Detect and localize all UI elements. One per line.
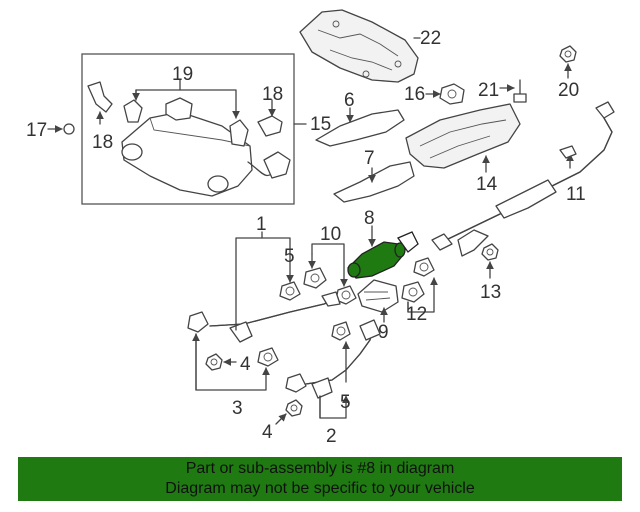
callout-4-lower: 4 xyxy=(262,422,273,443)
muffler-subassembly-box xyxy=(81,53,295,205)
part-9-catalytic-converter[interactable] xyxy=(357,279,399,313)
callout-16: 16 xyxy=(404,84,425,105)
part-16-gasket[interactable] xyxy=(439,83,465,105)
callout-22: 22 xyxy=(420,28,441,49)
callout-18-left: 18 xyxy=(92,132,113,153)
callout-11: 11 xyxy=(566,184,586,205)
callout-20: 20 xyxy=(558,80,579,101)
callout-14: 14 xyxy=(476,174,498,195)
part-15-muffler[interactable] xyxy=(121,111,291,197)
part-11-center-pipe[interactable] xyxy=(431,101,615,257)
part-8-catalytic-converter[interactable] xyxy=(347,231,419,279)
part-1-front-pipe[interactable] xyxy=(187,291,341,343)
part-3-gasket[interactable] xyxy=(257,347,279,367)
part-19-rubber-hanger[interactable] xyxy=(123,97,249,147)
callout-2: 2 xyxy=(326,426,337,447)
callout-19: 19 xyxy=(172,64,193,85)
info-banner: Part or sub-assembly is #8 in diagram Di… xyxy=(18,457,622,501)
part-4-nut-upper[interactable] xyxy=(205,353,223,371)
callout-21: 21 xyxy=(478,80,499,101)
banner-line-1: Part or sub-assembly is #8 in diagram xyxy=(185,460,455,477)
part-5-gasket[interactable] xyxy=(279,281,351,341)
part-4-nut-lower[interactable] xyxy=(285,399,303,417)
part-18-bracket-right[interactable] xyxy=(257,115,283,137)
part-2-front-pipe[interactable] xyxy=(285,319,381,399)
callout-18-right: 18 xyxy=(262,84,283,105)
callout-5-upper: 5 xyxy=(284,246,295,267)
callout-10: 10 xyxy=(320,224,341,245)
part-14-heat-shield[interactable] xyxy=(405,103,521,169)
callout-8: 8 xyxy=(364,208,375,229)
part-22-heat-shield[interactable] xyxy=(299,9,419,83)
callout-17: 17 xyxy=(26,120,47,141)
part-12-gasket[interactable] xyxy=(401,257,435,303)
banner-line-2: Diagram may not be specific to your vehi… xyxy=(165,480,475,497)
callout-15: 15 xyxy=(310,114,331,135)
callout-5-lower: 5 xyxy=(340,392,351,413)
callout-12: 12 xyxy=(406,304,427,325)
part-21-bolt[interactable] xyxy=(513,79,527,103)
callout-1: 1 xyxy=(256,214,267,235)
part-18-bracket-left[interactable] xyxy=(87,81,113,113)
part-20-nut[interactable] xyxy=(559,45,577,63)
part-17-nut[interactable] xyxy=(63,123,75,135)
part-13-nut[interactable] xyxy=(481,243,499,261)
exhaust-parts-diagram: 22 19 18 18 15 17 16 21 20 6 14 7 11 8 1… xyxy=(26,9,615,447)
part-11-hanger-bracket[interactable] xyxy=(559,145,577,159)
part-10-gasket[interactable] xyxy=(303,267,357,305)
callout-13: 13 xyxy=(480,282,501,303)
callout-9: 9 xyxy=(378,322,389,343)
callout-4-upper: 4 xyxy=(240,354,251,375)
callout-7: 7 xyxy=(364,148,375,169)
callout-6: 6 xyxy=(344,90,355,111)
callout-3: 3 xyxy=(232,398,243,419)
